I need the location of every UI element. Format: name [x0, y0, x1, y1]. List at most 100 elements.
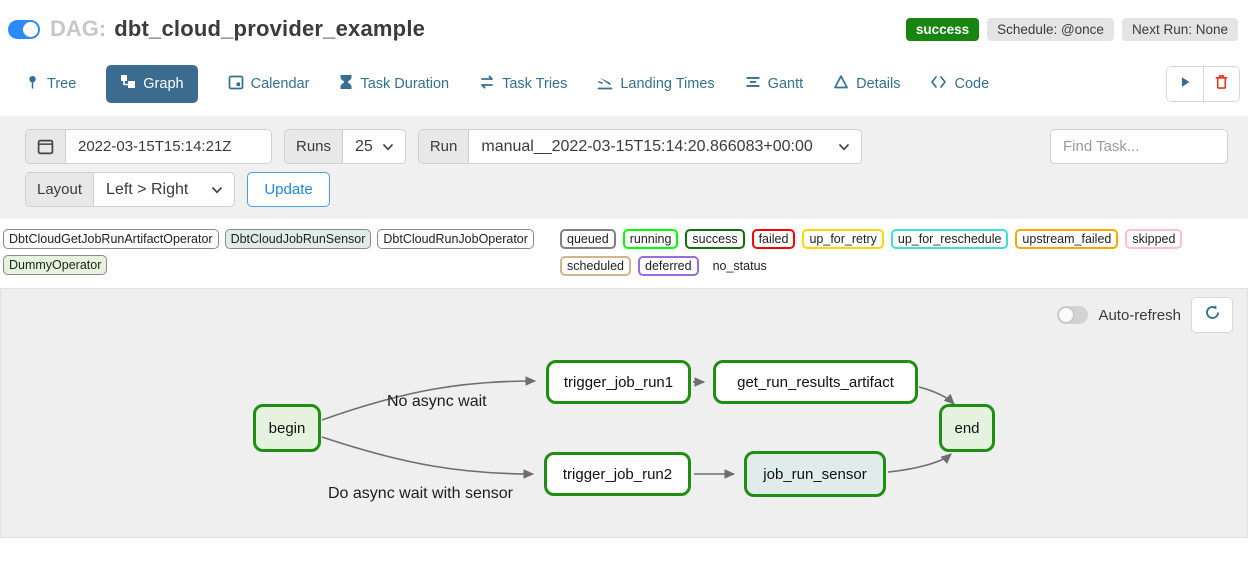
edge-label-do-async-wait: Do async wait with sensor	[328, 485, 513, 502]
tab-label: Code	[954, 76, 990, 92]
repeat-icon	[479, 74, 495, 94]
chevron-down-icon	[382, 138, 393, 156]
calendar-icon	[228, 74, 244, 94]
task-node-label: job_run_sensor	[763, 465, 867, 483]
task-node-label: get_run_results_artifact	[737, 373, 894, 391]
state-legend: queued running success failed up_for_ret…	[560, 229, 1245, 276]
base-date-input[interactable]	[66, 130, 271, 163]
tab-label: Gantt	[767, 76, 804, 92]
base-date-group	[25, 129, 272, 164]
tab-label: Graph	[143, 76, 184, 92]
refresh-button[interactable]	[1191, 297, 1233, 333]
find-task-input[interactable]	[1050, 129, 1228, 164]
tree-icon	[25, 74, 40, 94]
landing-icon	[597, 74, 613, 94]
tab-task-duration[interactable]: Task Duration	[339, 74, 449, 94]
filter-band: Runs 25 Run manual__2022-03-15T15:14:20.…	[0, 116, 1248, 219]
auto-refresh-label: Auto-refresh	[1098, 306, 1181, 324]
layout-value: Left > Right	[106, 180, 189, 198]
state-badge-upstream-failed[interactable]: upstream_failed	[1015, 229, 1119, 249]
tab-label: Task Tries	[502, 76, 568, 92]
dag-title: dbt_cloud_provider_example	[114, 16, 426, 41]
edge-begin-run1	[321, 376, 537, 421]
dag-edges	[321, 376, 955, 479]
runs-value: 25	[355, 137, 373, 155]
runs-select[interactable]: 25	[343, 130, 405, 163]
dag-action-buttons	[1166, 66, 1240, 102]
layout-group: Layout Left > Right	[25, 172, 236, 207]
schedule-badge: Schedule: @once	[987, 17, 1114, 41]
state-badge-up-for-reschedule[interactable]: up_for_reschedule	[890, 229, 1009, 249]
gantt-icon	[745, 74, 761, 94]
operator-badge: DbtCloudRunJobOperator	[377, 229, 534, 249]
dag-header: DAG: dbt_cloud_provider_example success …	[0, 0, 1248, 50]
calendar-input-icon[interactable]	[26, 130, 66, 163]
run-label: Run	[418, 130, 470, 163]
toggle-knob	[1059, 308, 1074, 322]
tab-code[interactable]: Code	[930, 75, 989, 93]
edge-artifact-end	[918, 386, 955, 405]
header-badges: success Schedule: @once Next Run: None	[905, 17, 1238, 41]
state-badge-skipped[interactable]: skipped	[1125, 229, 1183, 249]
task-node-begin[interactable]: begin	[253, 404, 321, 452]
tab-tree[interactable]: Tree	[25, 74, 76, 94]
task-node-trigger-job-run2[interactable]: trigger_job_run2	[544, 452, 691, 496]
state-badge-up-for-retry[interactable]: up_for_retry	[802, 229, 884, 249]
tab-calendar[interactable]: Calendar	[228, 74, 309, 94]
run-group: Run manual__2022-03-15T15:14:20.866083+0…	[417, 129, 862, 164]
task-node-label: end	[954, 419, 980, 437]
next-run-badge: Next Run: None	[1121, 17, 1238, 41]
graph-panel[interactable]: Auto-refresh begin trigger_job_run1 get_…	[0, 288, 1248, 538]
triangle-icon	[833, 74, 849, 94]
state-badge-failed[interactable]: failed	[751, 229, 796, 249]
state-badge-success[interactable]: success	[685, 229, 745, 249]
refresh-icon	[1204, 304, 1221, 326]
state-badge-no-status[interactable]: no_status	[705, 256, 774, 276]
tab-task-tries[interactable]: Task Tries	[479, 74, 567, 94]
state-badge-queued[interactable]: queued	[560, 229, 616, 249]
operator-badge: DummyOperator	[3, 255, 108, 275]
operator-legend: DbtCloudGetJobRunArtifactOperator DbtClo…	[3, 229, 546, 275]
state-badge-deferred[interactable]: deferred	[638, 256, 699, 276]
auto-refresh-toggle[interactable]	[1057, 306, 1089, 324]
tab-landing-times[interactable]: Landing Times	[597, 74, 715, 94]
task-node-end[interactable]: end	[939, 404, 995, 452]
runs-label: Runs	[285, 130, 344, 163]
tab-graph[interactable]: Graph	[106, 65, 198, 103]
play-icon	[1178, 75, 1192, 94]
trash-icon	[1214, 74, 1229, 95]
runs-group: Runs 25	[284, 129, 406, 164]
layout-label: Layout	[26, 173, 95, 206]
task-node-get-run-results-artifact[interactable]: get_run_results_artifact	[713, 360, 918, 404]
delete-dag-button[interactable]	[1203, 67, 1239, 101]
state-badge-scheduled[interactable]: scheduled	[560, 256, 631, 276]
tab-label: Landing Times	[620, 76, 715, 92]
hourglass-icon	[339, 74, 353, 94]
operator-badge: DbtCloudJobRunSensor	[224, 229, 372, 249]
status-badge[interactable]: success	[905, 17, 980, 41]
chevron-down-icon	[838, 138, 849, 156]
tab-details[interactable]: Details	[833, 74, 900, 94]
state-badge-running[interactable]: running	[622, 229, 679, 249]
edge-sensor-end	[887, 453, 952, 473]
code-icon	[930, 75, 947, 93]
task-node-trigger-job-run1[interactable]: trigger_job_run1	[546, 360, 691, 404]
legend: DbtCloudGetJobRunArtifactOperator DbtClo…	[0, 219, 1248, 282]
update-button[interactable]: Update	[247, 172, 330, 207]
view-tabbar: Tree Graph Calendar Task Duration Task T…	[0, 58, 1248, 110]
toggle-knob	[23, 21, 38, 37]
edge-label-no-async-wait: No async wait	[387, 393, 487, 410]
graph-icon	[120, 74, 136, 94]
find-task-wrap	[1050, 129, 1228, 164]
tab-label: Task Duration	[360, 76, 450, 92]
dag-pause-toggle[interactable]	[8, 19, 40, 39]
task-node-label: trigger_job_run1	[563, 373, 674, 391]
run-select[interactable]: manual__2022-03-15T15:14:20.866083+00:00	[469, 130, 861, 163]
task-node-label: begin	[268, 419, 306, 437]
operator-badge: DbtCloudGetJobRunArtifactOperator	[3, 229, 219, 249]
dag-prefix-label: DAG:	[50, 16, 107, 41]
tab-gantt[interactable]: Gantt	[745, 74, 803, 94]
task-node-job-run-sensor[interactable]: job_run_sensor	[744, 451, 886, 497]
trigger-dag-button[interactable]	[1167, 67, 1203, 101]
layout-select[interactable]: Left > Right	[94, 173, 235, 206]
